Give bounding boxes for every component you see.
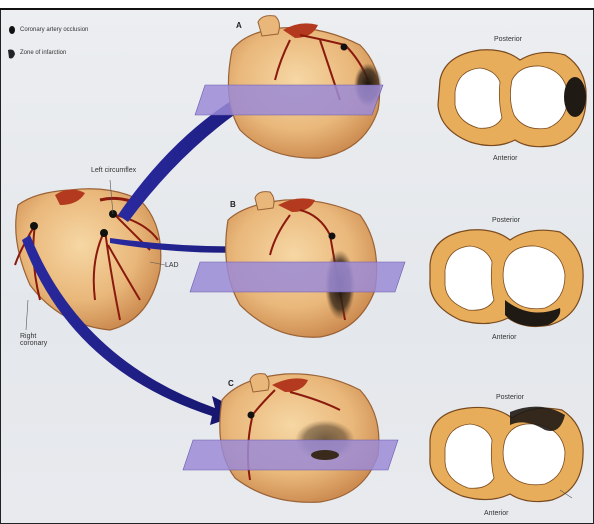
panel-letter-a: A <box>236 22 242 29</box>
anterior-label-b: Anterior <box>492 334 517 341</box>
cross-section-b <box>430 230 583 327</box>
legend-occlusion-label: Coronary artery occlusion <box>20 27 88 34</box>
heart-c <box>183 374 398 503</box>
right-coronary-label: Right coronary <box>20 333 60 347</box>
cross-section-a <box>438 50 586 147</box>
anterior-label-a: Anterior <box>493 155 518 162</box>
occlusion-dot-right <box>30 222 38 230</box>
legend-infarction-marker <box>8 50 15 59</box>
cross-section-c <box>430 407 583 502</box>
legend-infarction-label: Zone of infarction <box>20 50 66 57</box>
legend-occlusion-marker <box>9 26 15 34</box>
panel-letter-c: C <box>228 380 234 387</box>
posterior-label-c: Posterior <box>496 394 524 401</box>
posterior-label-a: Posterior <box>494 36 522 43</box>
panel-letter-b: B <box>230 201 236 208</box>
occlusion-dot-lad <box>100 229 108 237</box>
heart-b <box>190 192 405 338</box>
lad-label: LAD <box>165 262 179 269</box>
posterior-label-b: Posterior <box>492 217 520 224</box>
left-circumflex-label: Left circumflex <box>91 167 136 174</box>
anterior-label-c: Anterior <box>484 510 509 517</box>
heart-a <box>195 16 383 159</box>
